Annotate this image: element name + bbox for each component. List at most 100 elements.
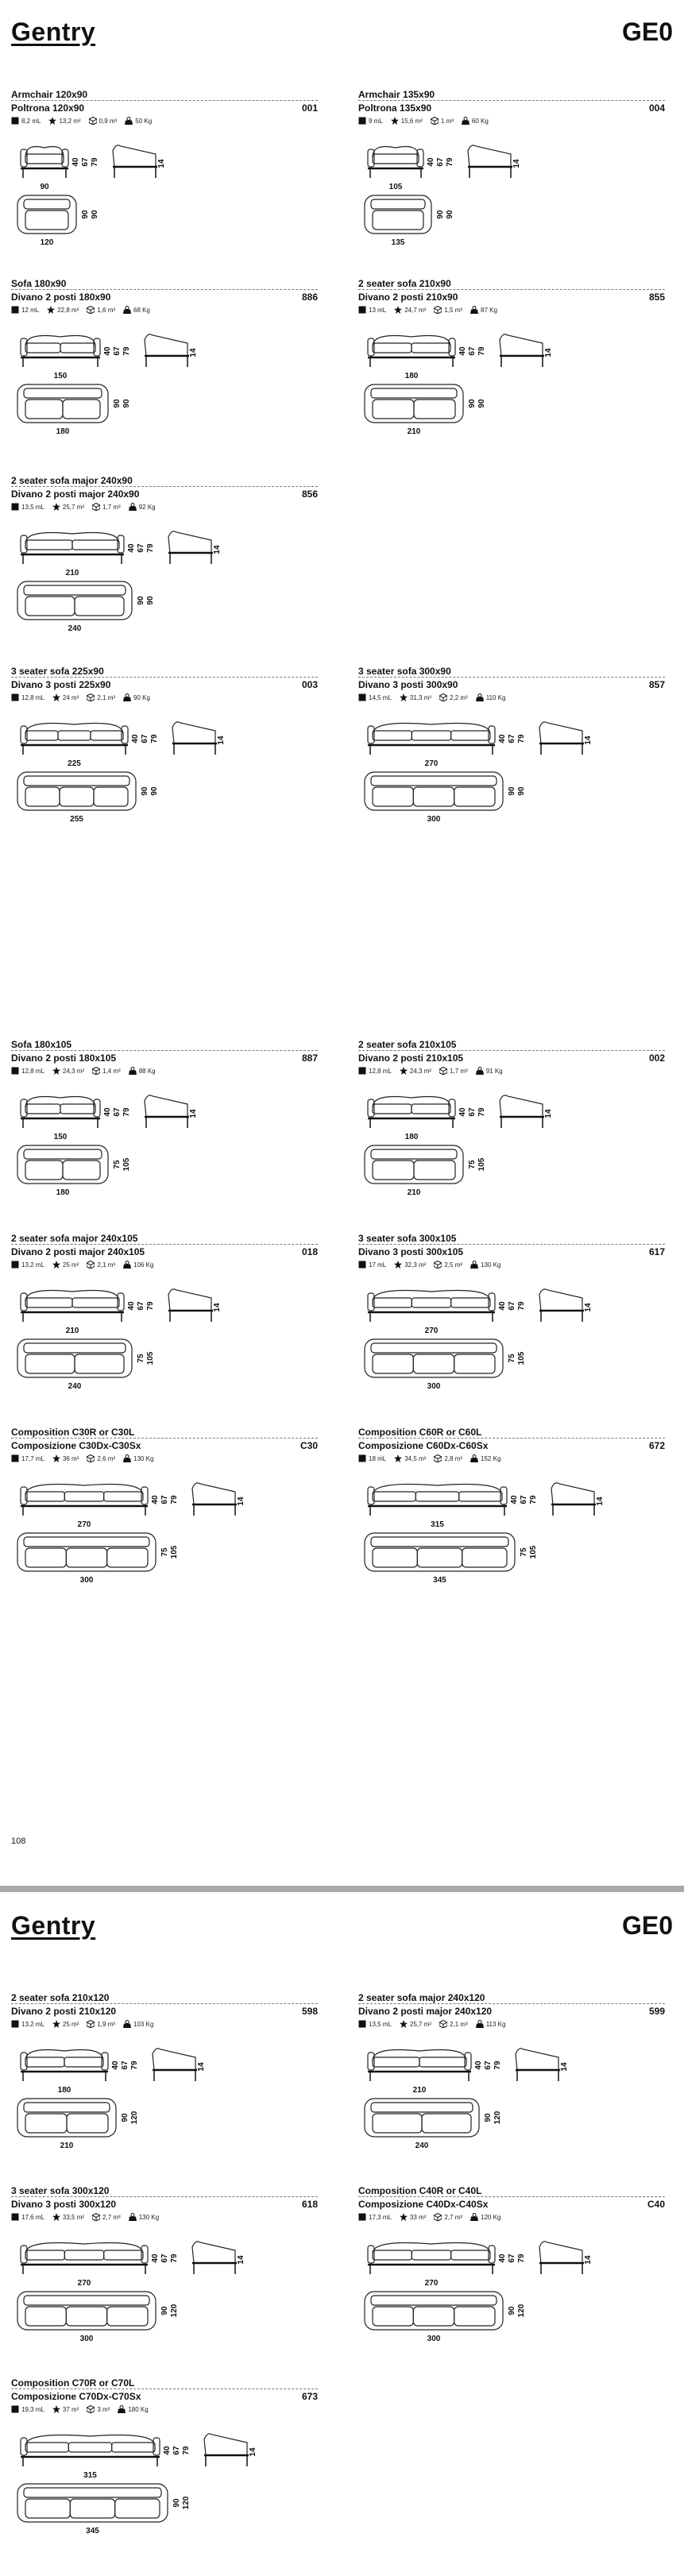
spec-item: 36 m² bbox=[52, 1454, 79, 1462]
fabric-icon bbox=[52, 2213, 60, 2221]
total-depth-dimension: 90 bbox=[446, 210, 454, 219]
spec-item: 17,3 mL bbox=[358, 2213, 392, 2221]
front-view bbox=[20, 145, 69, 178]
seat-depth-dimension: 90 bbox=[137, 596, 145, 605]
weight-icon bbox=[128, 503, 137, 511]
top-view bbox=[364, 1338, 504, 1378]
top-view bbox=[364, 384, 464, 423]
front-view bbox=[367, 2242, 496, 2274]
spec-item: 17,7 mL bbox=[11, 1454, 44, 1462]
volume-icon bbox=[11, 1261, 19, 1269]
seat-depth-dimension: 75 bbox=[468, 1160, 477, 1169]
weight-icon bbox=[470, 306, 479, 314]
total-depth-dimension: 90 bbox=[122, 399, 131, 408]
spec-item: 2,6 m³ bbox=[87, 1454, 115, 1462]
spec-value: 18 mL bbox=[369, 1454, 387, 1462]
product-code: 673 bbox=[301, 2391, 318, 2402]
spec-value: 1 m³ bbox=[440, 117, 454, 125]
seat-depth-dimension: 90 bbox=[484, 2113, 493, 2122]
spec-value: 25 m² bbox=[62, 1261, 79, 1269]
product-code: 618 bbox=[301, 2199, 318, 2210]
height-dimension: 79 bbox=[146, 543, 155, 553]
spec-item: 50 Kg bbox=[125, 117, 152, 125]
product-code: C30 bbox=[299, 1440, 318, 1451]
depth-width-dimension: 210 bbox=[408, 1188, 421, 1197]
product-code: 887 bbox=[301, 1052, 318, 1064]
product-name-it: Composizione C40Dx-C40Sx bbox=[358, 2199, 489, 2210]
height-dimension: 40 bbox=[131, 734, 140, 743]
height-dimension: 79 bbox=[517, 1301, 526, 1311]
seat-depth-dimension: 90 bbox=[508, 2306, 516, 2315]
height-dimension: 40 bbox=[458, 346, 467, 356]
spec-value: 2,1 m³ bbox=[97, 1261, 116, 1269]
product-name-en: 3 seater sofa 300x120 bbox=[11, 2185, 110, 2196]
spec-item: 130 Kg bbox=[128, 2213, 159, 2221]
side-view bbox=[152, 2048, 197, 2081]
product-name-row: Divano 3 posti 300x120 618 bbox=[11, 2196, 318, 2210]
spec-item: 31,3 m² bbox=[399, 693, 431, 701]
product-name-it: Divano 2 posti 210x105 bbox=[358, 1052, 464, 1064]
package-icon bbox=[87, 306, 95, 314]
package-icon bbox=[434, 2213, 442, 2221]
depth-width-dimension: 240 bbox=[415, 2142, 429, 2150]
spec-item: 1,6 m³ bbox=[87, 306, 115, 314]
spec-value: 50 Kg bbox=[135, 117, 153, 125]
front-view bbox=[20, 334, 101, 367]
spec-item: 92 Kg bbox=[128, 503, 156, 511]
top-view bbox=[17, 1532, 157, 1572]
seat-depth-dimension: 90 bbox=[508, 786, 516, 796]
side-view bbox=[191, 2241, 237, 2274]
spec-item: 13,2 mL bbox=[11, 1261, 44, 1269]
side-view bbox=[467, 145, 512, 178]
top-view bbox=[364, 1532, 516, 1572]
side-view bbox=[539, 2241, 584, 2274]
volume-icon bbox=[11, 306, 19, 314]
spec-item: 12,8 mL bbox=[11, 1067, 44, 1075]
spec-item: 13 mL bbox=[358, 306, 386, 314]
spec-item: 180 Kg bbox=[118, 2405, 149, 2413]
product-name-it: Poltrona 135x90 bbox=[358, 102, 432, 114]
product-name-en: 3 seater sofa 300x90 bbox=[358, 666, 451, 677]
weight-icon bbox=[475, 693, 484, 701]
spec-value: 91 Kg bbox=[485, 1067, 503, 1075]
height-dimension: 79 bbox=[130, 2060, 139, 2070]
weight-icon bbox=[470, 1454, 479, 1462]
product-name-it: Divano 3 posti 300x120 bbox=[11, 2199, 117, 2210]
fabric-icon bbox=[52, 1067, 60, 1075]
spec-value: 2,7 m³ bbox=[102, 2213, 121, 2221]
package-icon bbox=[87, 1454, 95, 1462]
front-view bbox=[367, 334, 456, 367]
fabric-icon bbox=[399, 693, 408, 701]
front-view bbox=[367, 1289, 496, 1322]
width-dimension: 270 bbox=[78, 2279, 91, 2288]
depth-width-dimension: 345 bbox=[433, 1576, 446, 1585]
side-view bbox=[168, 531, 213, 564]
cushion-height: 14 bbox=[544, 1109, 553, 1118]
fabric-icon bbox=[52, 2020, 60, 2028]
spec-value: 24 m² bbox=[62, 693, 79, 701]
height-dimension: 79 bbox=[91, 157, 99, 167]
spec-value: 13,5 mL bbox=[369, 2020, 392, 2028]
product-name-en: Sofa 180x90 bbox=[11, 278, 67, 289]
spec-value: 24,7 m² bbox=[404, 306, 427, 314]
height-dimension: 79 bbox=[122, 346, 131, 356]
spec-value: 110 Kg bbox=[485, 693, 506, 701]
height-dimension: 67 bbox=[436, 157, 445, 167]
height-dimension: 67 bbox=[160, 2254, 169, 2263]
height-dimension: 67 bbox=[160, 1495, 169, 1504]
weight-icon bbox=[475, 1067, 484, 1075]
